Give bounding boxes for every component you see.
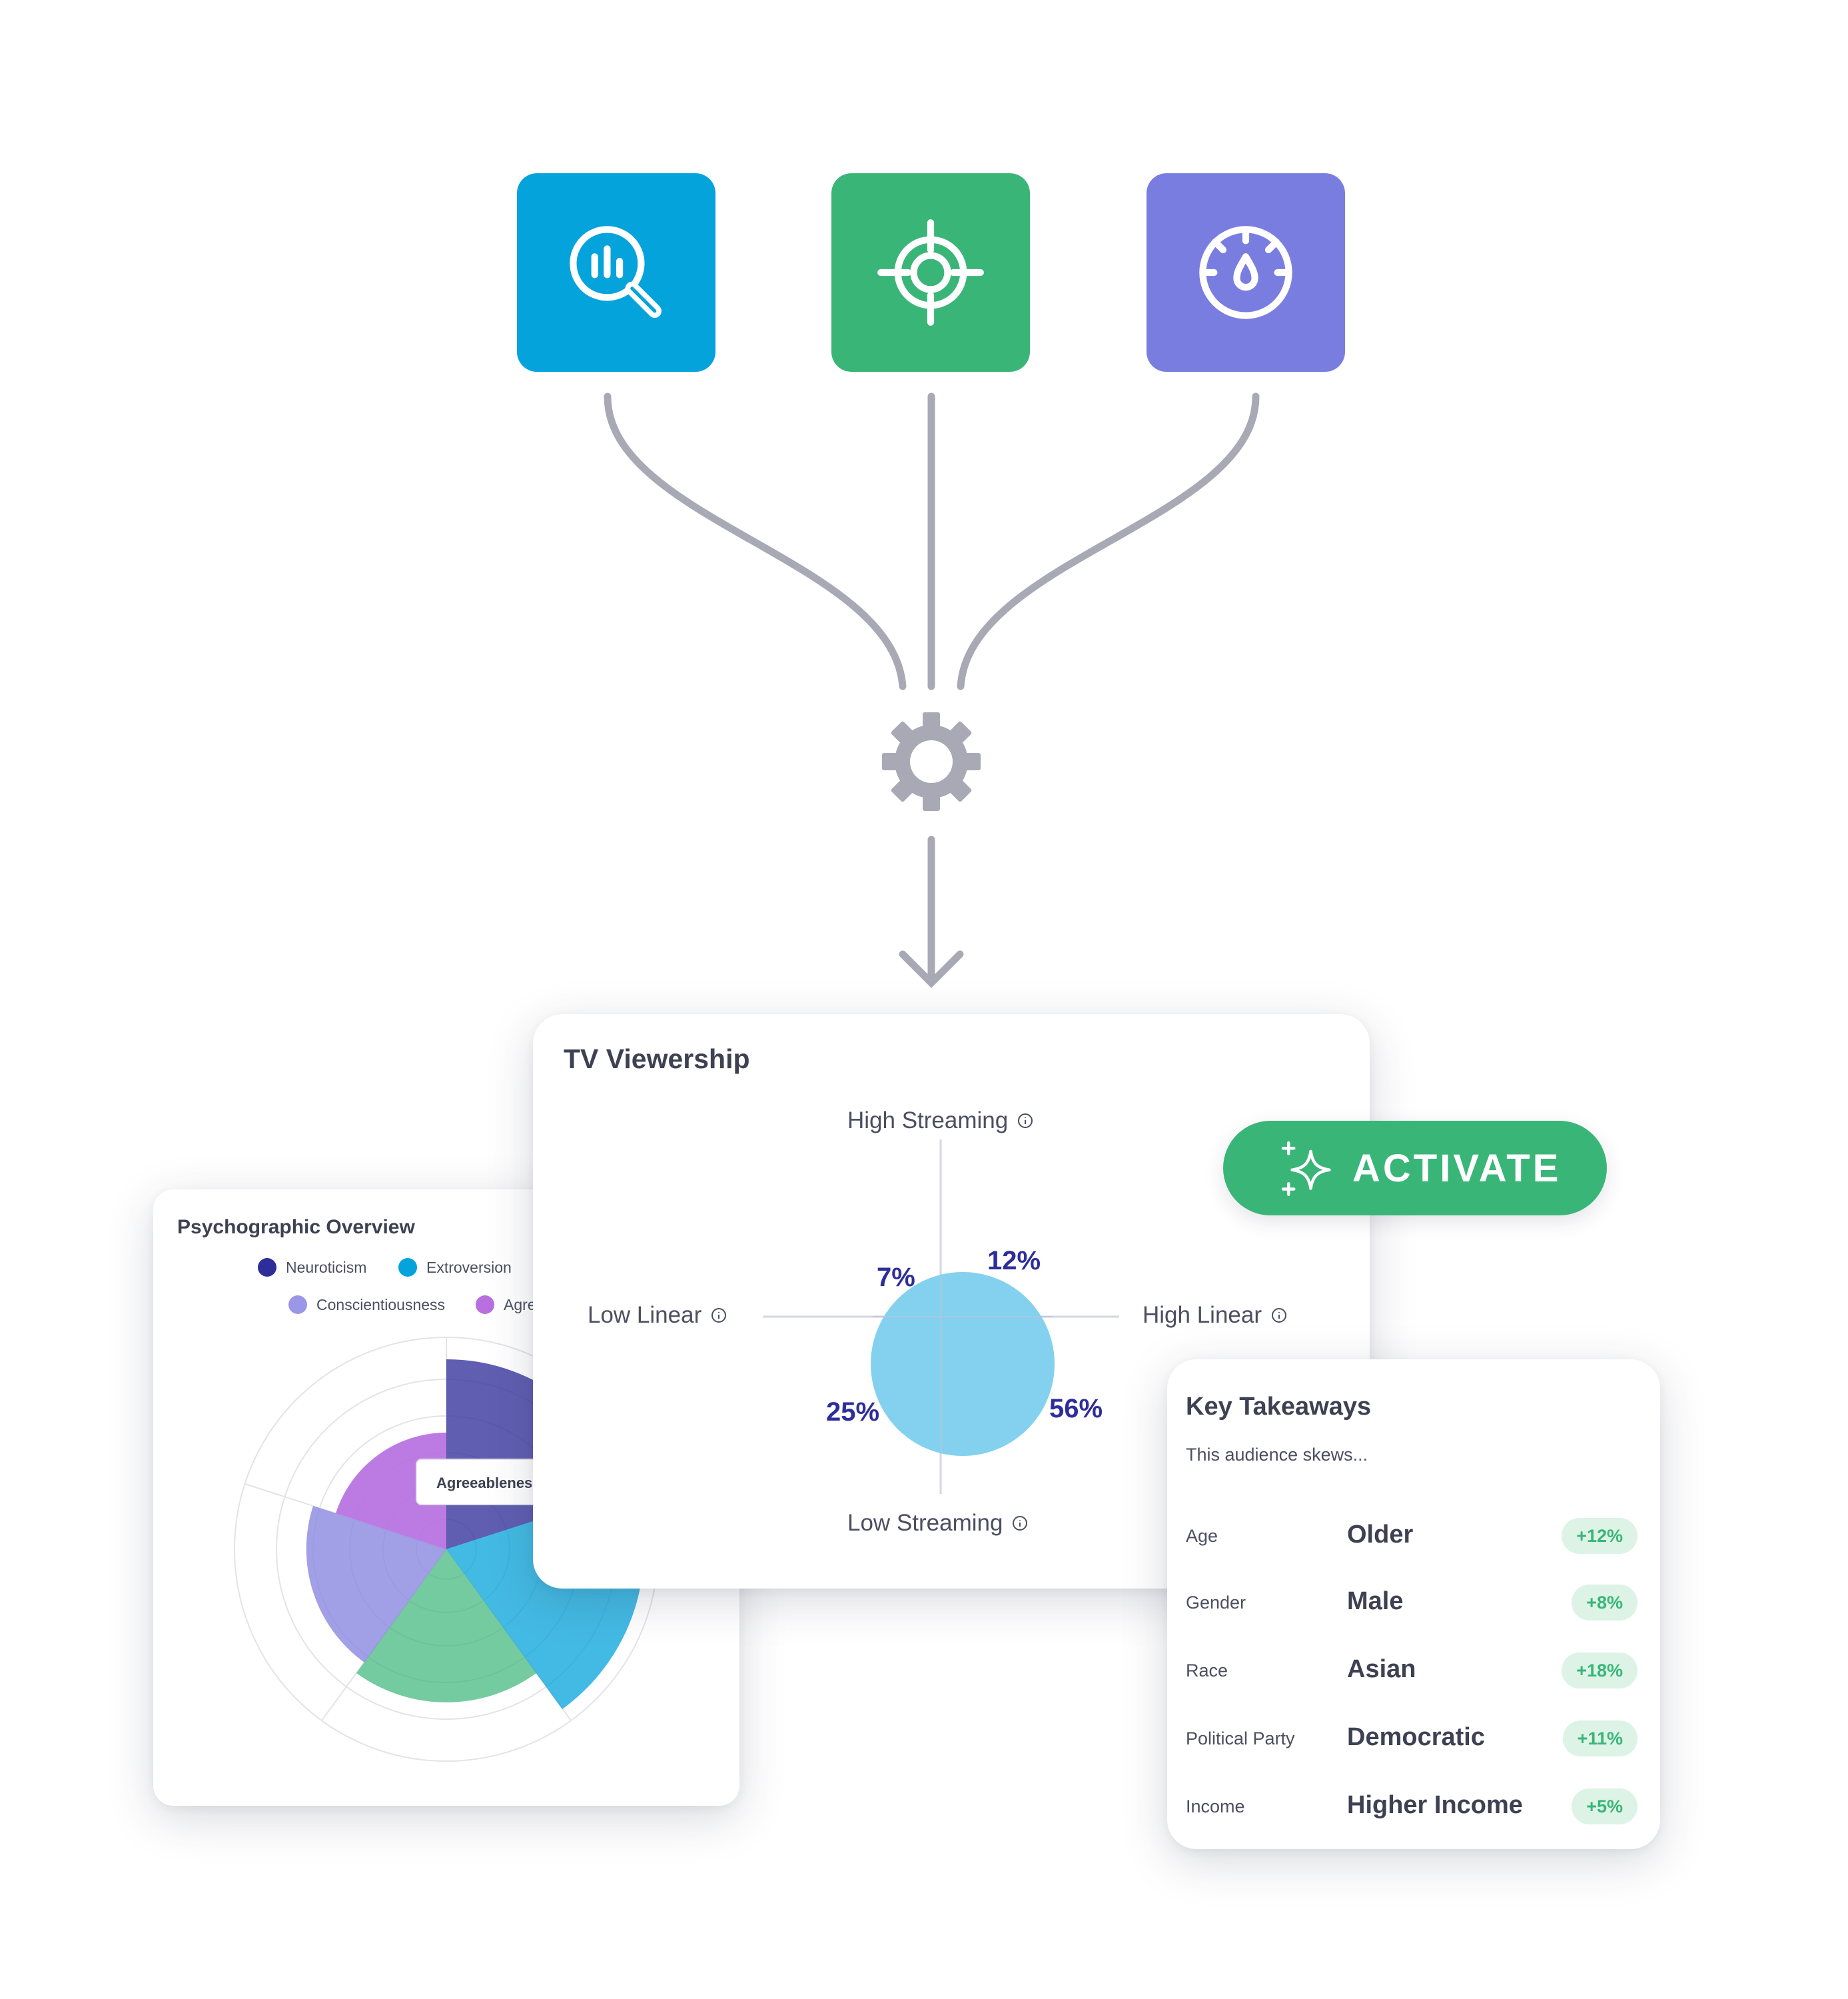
takeaway-row-age: Age Older +12% bbox=[1167, 1517, 1660, 1557]
wedge-openness bbox=[356, 1549, 536, 1702]
takeaway-row-race: Race Asian +18% bbox=[1167, 1651, 1660, 1691]
takeaway-label: Political Party bbox=[1186, 1728, 1295, 1748]
legend-dot bbox=[258, 1258, 276, 1277]
axis-label-text: High Linear bbox=[1143, 1302, 1262, 1328]
quadrant-bottom-left-value: 25% bbox=[826, 1397, 879, 1427]
takeaway-label: Gender bbox=[1186, 1593, 1246, 1613]
legend-dot bbox=[288, 1295, 307, 1314]
search-analytics-icon bbox=[570, 226, 662, 318]
quadrant-top-left-value: 7% bbox=[877, 1263, 915, 1292]
analytics-tile bbox=[517, 173, 715, 372]
gear-icon bbox=[882, 712, 981, 811]
info-icon[interactable] bbox=[711, 1307, 727, 1323]
takeaway-row-gender: Gender Male +8% bbox=[1167, 1583, 1660, 1623]
takeaway-delta-badge: +12% bbox=[1562, 1518, 1637, 1554]
tooltip-text: Agreeablenes bbox=[436, 1475, 532, 1491]
legend-label: Agre bbox=[504, 1295, 536, 1313]
legend-item-agreeableness: Agre bbox=[476, 1295, 536, 1314]
takeaway-value: Older bbox=[1347, 1521, 1414, 1549]
targeting-tile bbox=[831, 173, 1030, 372]
axis-label-low-linear: Low Linear bbox=[588, 1302, 727, 1329]
info-icon[interactable] bbox=[1012, 1515, 1028, 1531]
wedge-conscientiousness bbox=[306, 1506, 446, 1663]
legend-label: Conscientiousness bbox=[316, 1295, 446, 1313]
axis-label-text: Low Linear bbox=[588, 1302, 702, 1328]
takeaway-row-political-party: Political Party Democratic +11% bbox=[1167, 1719, 1660, 1759]
takeaway-delta-badge: +5% bbox=[1572, 1788, 1637, 1824]
tv-viewership-quadrant-chart: 7% 12% 25% 56% bbox=[763, 1139, 1119, 1494]
activate-label: ACTIVATE bbox=[1352, 1146, 1562, 1190]
connector-right bbox=[957, 392, 1260, 690]
legend-item-conscientiousness: Conscientiousness bbox=[288, 1295, 445, 1314]
takeaway-row-income: Income Higher Income +5% bbox=[1167, 1787, 1660, 1827]
audience-bubble bbox=[871, 1272, 1055, 1456]
info-icon[interactable] bbox=[1017, 1113, 1033, 1129]
key-takeaways-title: Key Takeaways bbox=[1186, 1393, 1372, 1421]
takeaway-label: Age bbox=[1186, 1526, 1218, 1546]
gauge-meter-icon bbox=[1199, 226, 1292, 319]
measurement-tile bbox=[1147, 173, 1345, 372]
legend-dot bbox=[476, 1295, 494, 1314]
arrow-down-icon bbox=[899, 836, 964, 988]
legend-item-neuroticism: Neuroticism bbox=[258, 1258, 366, 1277]
takeaway-value: Asian bbox=[1347, 1655, 1416, 1683]
legend-label: Extroversion bbox=[426, 1258, 512, 1276]
tv-viewership-title: TV Viewership bbox=[564, 1043, 750, 1074]
key-takeaways-subtitle: This audience skews... bbox=[1186, 1445, 1368, 1465]
activate-button[interactable]: ACTIVATE bbox=[1223, 1121, 1607, 1215]
takeaway-value: Male bbox=[1347, 1587, 1404, 1615]
axis-label-text: Low Streaming bbox=[847, 1510, 1003, 1536]
takeaway-value: Democratic bbox=[1347, 1723, 1485, 1751]
takeaway-value: Higher Income bbox=[1347, 1791, 1523, 1819]
connector-left bbox=[604, 392, 907, 690]
legend-label: Neuroticism bbox=[286, 1258, 367, 1276]
takeaway-label: Income bbox=[1186, 1796, 1245, 1816]
takeaway-delta-badge: +11% bbox=[1562, 1720, 1637, 1756]
axis-label-low-streaming: Low Streaming bbox=[847, 1510, 1028, 1537]
axis-label-high-streaming: High Streaming bbox=[847, 1107, 1033, 1134]
key-takeaways-card: Key Takeaways This audience skews... Age… bbox=[1167, 1359, 1660, 1849]
takeaway-delta-badge: +8% bbox=[1572, 1585, 1637, 1621]
axis-label-text: High Streaming bbox=[847, 1107, 1009, 1133]
quadrant-bottom-right-value: 56% bbox=[1049, 1394, 1103, 1423]
info-icon[interactable] bbox=[1271, 1307, 1287, 1323]
takeaway-label: Race bbox=[1186, 1661, 1228, 1680]
target-crosshair-icon bbox=[877, 219, 984, 326]
psychographic-title: Psychographic Overview bbox=[177, 1216, 415, 1238]
legend-item-extroversion: Extroversion bbox=[398, 1258, 512, 1277]
flow-connectors bbox=[604, 392, 1260, 988]
takeaway-delta-badge: +18% bbox=[1562, 1653, 1637, 1688]
axis-label-high-linear: High Linear bbox=[1143, 1302, 1287, 1329]
quadrant-top-right-value: 12% bbox=[987, 1246, 1041, 1275]
legend-dot bbox=[398, 1258, 417, 1277]
sparkle-icon bbox=[1281, 1141, 1331, 1196]
